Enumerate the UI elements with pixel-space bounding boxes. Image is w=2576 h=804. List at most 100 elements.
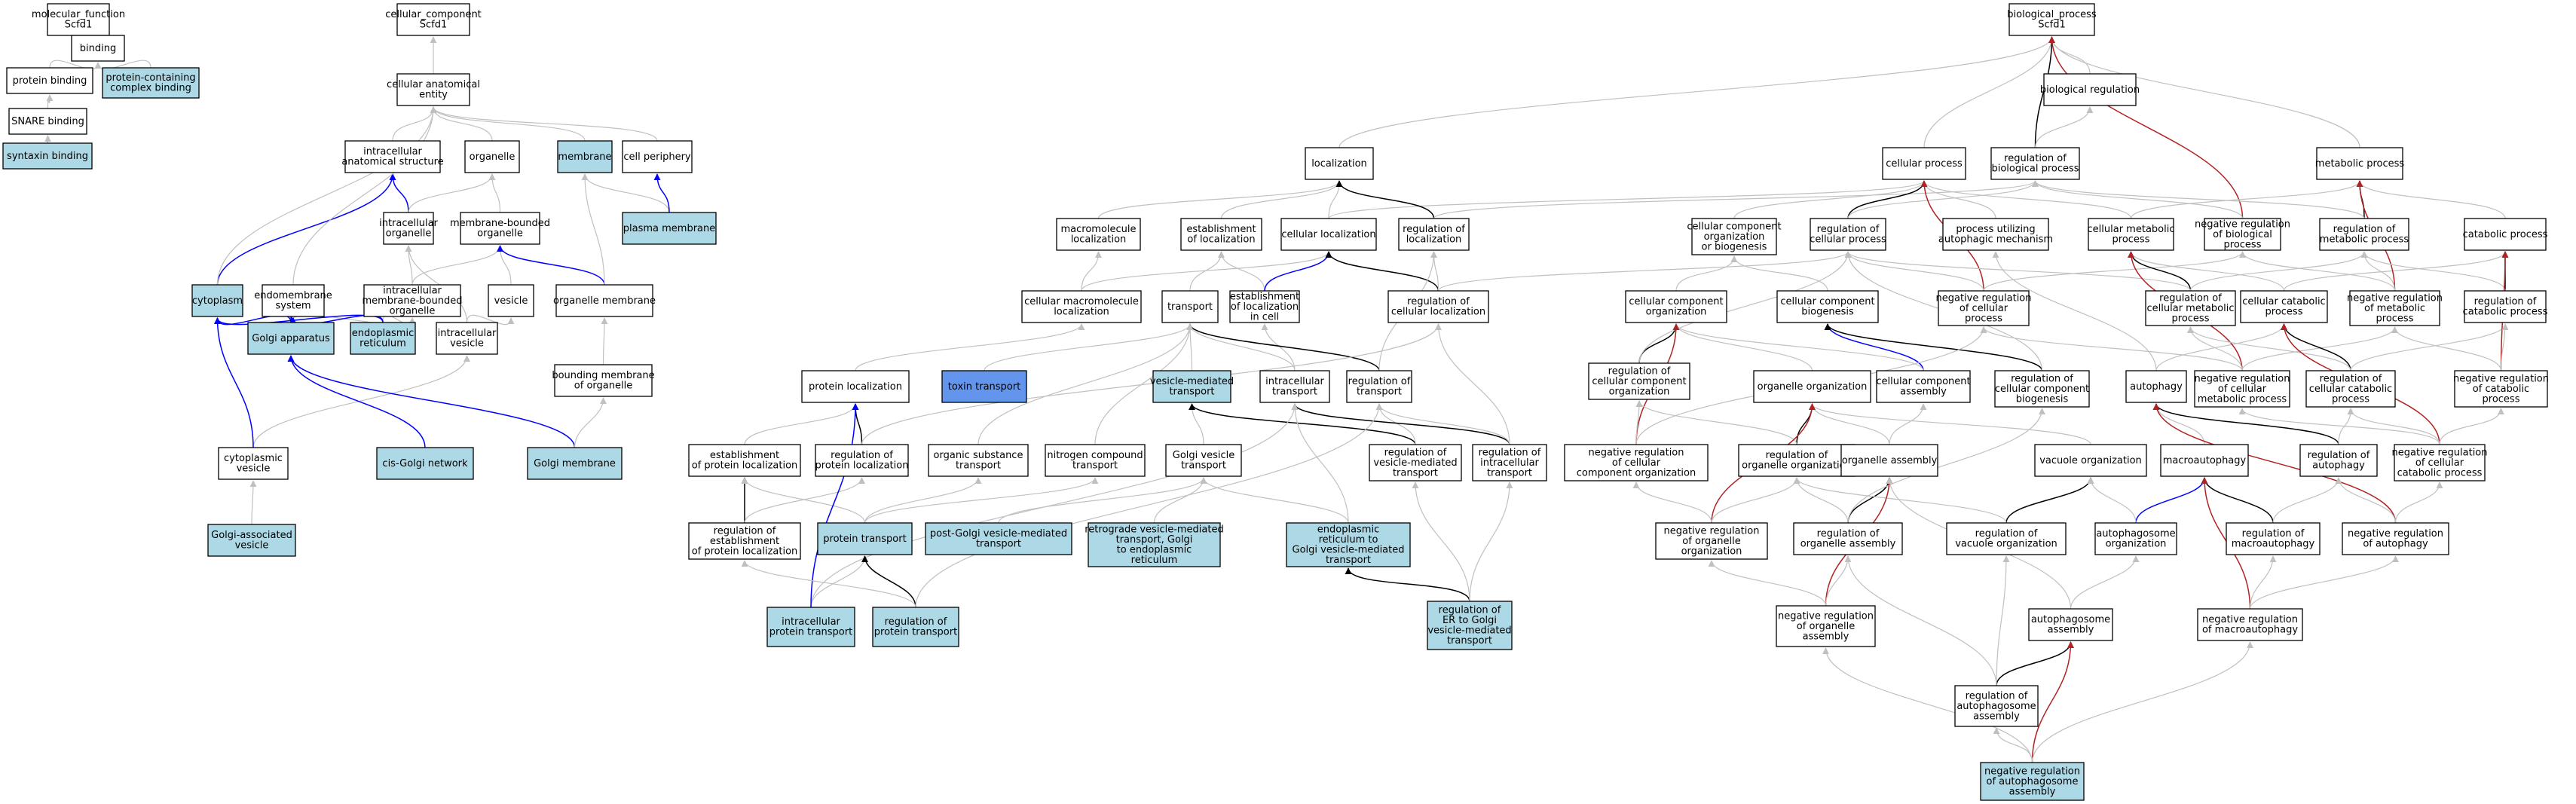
term-node-binding[interactable]: binding [71,35,125,62]
term-node-golgimem[interactable]: Golgi membrane [527,447,623,480]
term-node-orgorg[interactable]: organelle organization [1753,370,1871,403]
term-node-catproc[interactable]: catabolic process [2463,218,2548,251]
term-node-vesicle[interactable]: vesicle [488,284,534,317]
term-node-protloc[interactable]: protein localization [801,370,910,403]
term-node-cellproc[interactable]: cellular process [1882,147,1966,180]
term-node-vacorg[interactable]: vacuole organization [2034,444,2147,477]
term-node-transport[interactable]: transport [1161,290,1219,323]
term-node-cytoplasm[interactable]: cytoplasm [191,284,243,317]
term-node-prottrans[interactable]: protein transport [817,522,913,555]
term-node-macroautophagy[interactable]: macroautophagy [2160,444,2249,477]
term-node-membrane[interactable]: membrane [557,140,613,173]
term-node-golgi[interactable]: Golgi apparatus [247,322,335,355]
term-node-snare[interactable]: SNARE binding [8,108,87,135]
term-node-syntaxin[interactable]: syntaxin binding [2,142,93,170]
term-node-organelle[interactable]: organelle [464,140,520,173]
term-node-autophagy[interactable]: autophagy [2125,370,2187,403]
term-node-orgassembly[interactable]: organelle assembly [1840,444,1938,477]
term-node-cellloc[interactable]: cellular localization [1280,218,1377,251]
term-node-bioreg[interactable]: biological regulation [2040,73,2140,106]
term-node-metproc[interactable]: metabolic process [2315,147,2405,180]
term-node-protein_binding[interactable]: protein binding [6,67,93,94]
term-node-localization[interactable]: localization [1305,147,1374,180]
term-node-orgmem[interactable]: organelle membrane [553,284,656,317]
term-node-toxin[interactable]: toxin transport [941,370,1027,403]
term-node-plasmamem[interactable]: plasma membrane [622,212,717,245]
term-node-cisgolgi[interactable]: cis-Golgi network [376,447,474,480]
term-node-cellperiph[interactable]: cell periphery [622,140,693,173]
